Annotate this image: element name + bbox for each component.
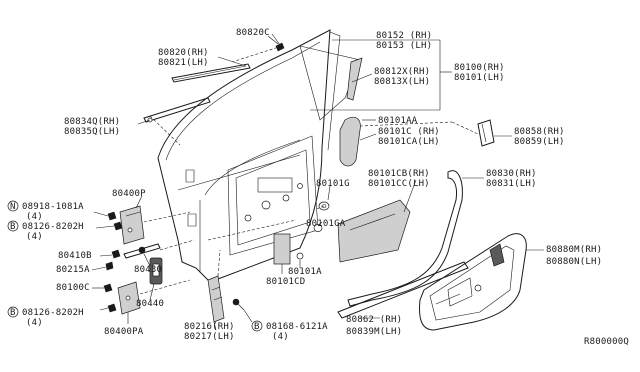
check-link-80430 [123, 243, 161, 259]
bolt-08168 [232, 298, 245, 311]
label-80153-lh: 80153 (LH) [376, 41, 432, 51]
lower-hinge-80400pa [117, 281, 141, 315]
label-80859-lh: 80859(LH) [514, 137, 565, 147]
n-symbol-circle [7, 200, 19, 212]
label-80101cd: 80101CD [266, 277, 305, 287]
label-80880m-rh: 80880M(RH) [546, 245, 602, 255]
sealing-screen-80101cb [337, 199, 411, 263]
leader-lines [91, 35, 544, 331]
label-80101c-rh: 80101C (RH) [378, 127, 440, 137]
bolt-08918 [107, 211, 117, 221]
label-80834q-rh: 80834Q(RH) [64, 117, 120, 127]
bolt-80410b [111, 249, 121, 259]
label-80215a: 80215A [56, 265, 90, 275]
bolt-80100c [103, 283, 113, 293]
label-80835q-lh: 80835Q(LH) [64, 127, 120, 137]
label-80101ga: 80101GA [306, 219, 346, 229]
window-glass [299, 31, 363, 151]
plug-80101a [296, 252, 304, 260]
label-08126-upper-qty: (4) [26, 232, 43, 242]
label-80101cb-rh: 80101CB(RH) [368, 169, 430, 179]
label-80831-lh: 80831(LH) [486, 179, 537, 189]
bolt-08126-upper [113, 221, 123, 231]
label-08918: 08918-1081A [22, 202, 84, 212]
label-80101g: 80101G [316, 179, 350, 189]
door-lock-80216 [207, 275, 225, 323]
reference-code: R800000Q [584, 337, 629, 347]
b-symbol-circle-upper [7, 220, 19, 232]
b-symbol-upper: B [10, 222, 16, 232]
label-80430: 80430 [134, 265, 162, 275]
label-80101ca-lh: 80101CA(LH) [378, 137, 440, 147]
callout-labels: 80820C 80820(RH) 80821(LH) 80152 (RH) 80… [7, 28, 629, 347]
lower-seal-strip-80862 [337, 261, 469, 319]
b-symbol-08168: B [254, 322, 260, 332]
door-weatherstrip-80830 [347, 170, 463, 307]
clip-80820c [271, 33, 285, 52]
label-08918-qty: (4) [26, 212, 43, 222]
striker-80440 [149, 257, 163, 285]
label-80830-rh: 80830(RH) [486, 169, 537, 179]
label-80820c: 80820C [236, 28, 270, 38]
seal-panel-80101aa [339, 116, 361, 167]
upper-hinge-80400p [119, 205, 145, 245]
bolt-08126-lower [107, 303, 117, 313]
inner-belt-strip [143, 97, 211, 123]
label-80217-lh: 80217(LH) [184, 332, 235, 342]
label-80813x-lh: 80813X(LH) [374, 77, 430, 87]
label-08126-lower: 08126-8202H [22, 308, 84, 318]
b-symbol-circle-08168 [251, 320, 263, 332]
label-80839m-lh: 80839M(LH) [346, 327, 402, 337]
label-80152-rh: 80152 (RH) [376, 31, 432, 41]
label-80400p: 80400P [112, 189, 146, 199]
label-80216-rh: 80216(RH) [184, 322, 235, 332]
label-08168: 08168-6121A [266, 322, 328, 332]
label-08126-lower-qty: (4) [26, 318, 43, 328]
label-80410b: 80410B [58, 251, 92, 261]
label-80862-rh: 80862 (RH) [346, 315, 402, 325]
label-80400pa: 80400PA [104, 327, 144, 337]
label-08126-upper: 08126-8202H [22, 222, 84, 232]
label-08168-qty: (4) [272, 332, 289, 342]
label-80100c: 80100C [56, 283, 90, 293]
bracket-80858 [477, 119, 495, 147]
label-80821-lh: 80821(LH) [158, 58, 209, 68]
label-80858-rh: 80858(RH) [514, 127, 565, 137]
pin-80215a [105, 261, 114, 271]
b-symbol-circle-lower [7, 306, 19, 318]
label-80101a: 80101A [288, 267, 322, 277]
label-80820-rh: 80820(RH) [158, 48, 209, 58]
outer-belt-moulding [171, 63, 251, 83]
door-shell [157, 29, 331, 283]
grommet-80101ga [313, 224, 323, 232]
label-80880n-lh: 80880N(LH) [546, 257, 602, 267]
label-80101-lh: 80101(LH) [454, 73, 505, 83]
guide-lines [139, 45, 479, 295]
door-trim-panel [419, 233, 527, 331]
label-80812x-rh: 80812X(RH) [374, 67, 430, 77]
label-80101aa: 80101AA [378, 116, 418, 126]
n-symbol: N [10, 202, 16, 212]
label-80440: 80440 [136, 299, 164, 309]
label-80100-rh: 80100(RH) [454, 63, 505, 73]
b-symbol-lower: B [10, 308, 16, 318]
label-80101cc-lh: 80101CC(LH) [368, 179, 430, 189]
patch-80101cd [273, 233, 291, 265]
